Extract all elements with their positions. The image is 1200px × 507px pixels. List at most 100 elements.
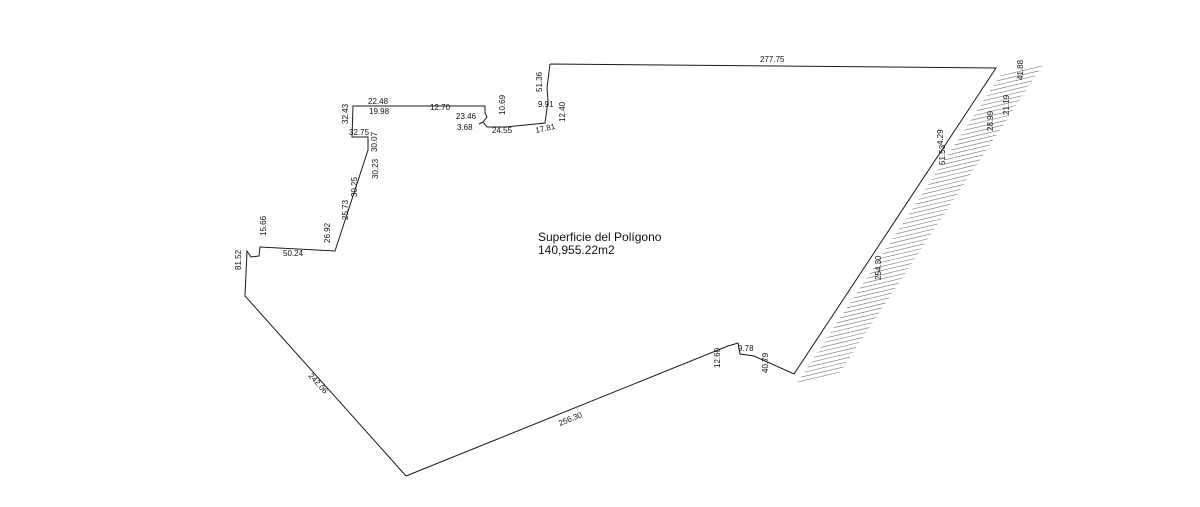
hatch-line (941, 154, 984, 166)
dimension-label: 9.78 (738, 344, 754, 353)
hatch-line (833, 317, 876, 329)
dimension-label: 30.25 (350, 176, 359, 197)
dimension-label: 40.79 (761, 352, 770, 373)
dimension-label: 242.06 (307, 371, 330, 396)
hatch-line (902, 213, 945, 225)
hatch-line (869, 263, 912, 274)
hatch-line (898, 218, 942, 230)
hatch-line (853, 287, 896, 299)
hatch-line (801, 366, 844, 378)
hatch-line (856, 282, 899, 294)
hatch-line (947, 144, 990, 156)
hatch-line (964, 119, 1007, 131)
hatch-line (879, 248, 922, 259)
hatch-line (895, 223, 938, 235)
hatch-line (908, 203, 951, 215)
hatch-line (827, 327, 870, 338)
hatch-line (872, 258, 916, 269)
hatch-line (996, 70, 1039, 82)
hatch-line (993, 75, 1036, 87)
hatch-line (889, 233, 932, 245)
hatch-line (837, 312, 880, 324)
hatch-line (938, 159, 981, 171)
area-value: 140,955.22m2 (538, 243, 615, 257)
hatch-line (931, 169, 974, 180)
hatch-line (986, 85, 1030, 97)
dimension-label: 22.48 (368, 97, 389, 106)
hatch-line (905, 208, 948, 220)
hatch-line (918, 189, 961, 200)
dimension-label: 10.69 (498, 94, 507, 115)
polygon-boundary (244, 63, 997, 477)
dimension-label: 25.73 (341, 199, 350, 220)
hatch-line (850, 292, 893, 304)
dimension-label: 254.30 (874, 255, 883, 280)
hatch-line (999, 65, 1043, 77)
hatch-line (814, 347, 857, 358)
hatch-line (977, 100, 1020, 111)
dimension-label: 17.81 (535, 122, 557, 135)
dimension-label: 3.68 (457, 123, 473, 132)
dimension-label: 9.91 (538, 100, 554, 109)
dimension-label: 30.23 (371, 158, 380, 179)
hatch-line (863, 272, 906, 284)
hatch-line (820, 337, 863, 348)
dimension-label: 30.07 (370, 131, 379, 152)
dimension-label: 41.88 (1016, 59, 1025, 80)
hatch-line (882, 243, 925, 254)
hatch-line (876, 253, 919, 264)
dimension-label: 51.36 (535, 71, 544, 92)
hatch-line (967, 115, 1010, 126)
dimension-label: 32.75 (349, 128, 370, 137)
hatch-line (928, 174, 971, 185)
hatch-line (810, 351, 854, 363)
hatch-line (892, 228, 935, 240)
boundary-hatching (797, 65, 1043, 383)
hatch-line (980, 95, 1023, 106)
hatch-line (973, 105, 1017, 116)
hatch-line (804, 361, 847, 373)
hatch-line (921, 184, 964, 195)
hatch-line (843, 302, 886, 314)
dimension-label: 23.46 (456, 112, 477, 121)
dimension-label: 12.70 (430, 103, 451, 112)
hatch-line (960, 124, 1003, 136)
hatch-line (924, 179, 968, 190)
dimension-label: 12.60 (713, 347, 722, 368)
dimension-label: 12.40 (558, 101, 567, 122)
hatch-line (859, 277, 902, 289)
hatch-line (823, 332, 867, 343)
dimension-label: 15.66 (259, 215, 268, 236)
dimension-label: 21.19 (1002, 94, 1011, 115)
dimension-label: 4.29 (936, 129, 945, 145)
hatch-line (830, 322, 873, 333)
dimension-label: 26.92 (323, 222, 332, 243)
hatch-line (915, 194, 958, 205)
hatch-line (840, 307, 883, 319)
hatch-line (951, 139, 994, 151)
dimension-label: 28.99 (986, 110, 995, 131)
area-label: Superficie del Polígono (538, 230, 662, 244)
hatch-line (934, 164, 977, 176)
dimension-label: 50.24 (283, 249, 304, 258)
hatch-line (807, 356, 850, 368)
hatch-line (911, 198, 955, 210)
hatch-line (817, 342, 860, 353)
hatch-line (866, 268, 909, 279)
hatch-line (797, 371, 841, 383)
dimension-label: 19.98 (369, 107, 390, 116)
boundary-tick (478, 121, 484, 125)
hatch-line (954, 134, 997, 146)
dimension-label: 277.75 (760, 55, 785, 64)
hatch-line (970, 110, 1013, 121)
hatch-line (846, 297, 889, 309)
dimension-label: 32.43 (341, 103, 350, 124)
dimension-label: 24.55 (492, 126, 513, 135)
hatch-line (944, 149, 987, 161)
hatch-line (990, 80, 1033, 92)
dimension-label: 81.52 (234, 249, 243, 270)
dimension-label: 51.53 (938, 144, 947, 165)
hatch-line (983, 90, 1026, 101)
hatch-line (885, 238, 929, 250)
